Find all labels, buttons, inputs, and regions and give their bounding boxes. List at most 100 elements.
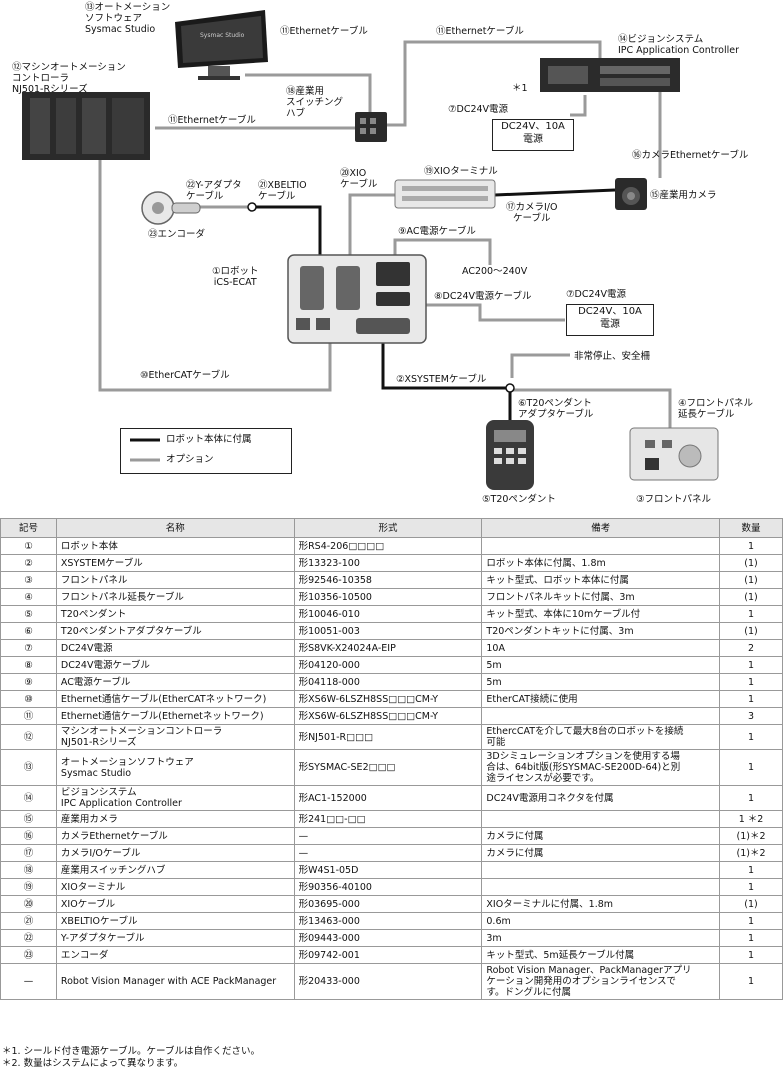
estop-line (510, 353, 570, 378)
cell-num: ⑥ (0, 622, 57, 640)
cell-note: Robot Vision Manager、PackManagerアプリ ケーショ… (481, 963, 721, 1000)
cell-num: ⑦ (0, 639, 57, 657)
eth-cable-top-label: ⑪Ethernetケーブル (280, 26, 368, 37)
front-panel-label: ③フロントパネル (636, 494, 712, 505)
cell-model: 形03695-000 (293, 895, 483, 913)
camera-label: ⑮産業用カメラ (650, 190, 717, 201)
cell-model: 形RS4-206□□□□ (293, 537, 483, 555)
cell-note: DC24V電源用コネクタを付属 (481, 785, 721, 811)
cell-model: 形13463-000 (293, 912, 483, 930)
cell-name: ロボット本体 (55, 537, 295, 555)
cell-num: ㉓ (0, 946, 57, 964)
cell-num: ⑬ (0, 749, 57, 786)
cell-note: EthercCATを介して最大8台のロボットを接続 可能 (481, 724, 721, 750)
cell-qty: (1)＊2 (719, 827, 783, 845)
ac-voltage-label: AC200～240V (462, 266, 528, 277)
y-adapter-junction (247, 202, 257, 212)
cell-name: XSYSTEMケーブル (55, 554, 295, 572)
cell-qty: 1 (719, 929, 783, 947)
robot-controller-icon (287, 254, 427, 344)
cell-qty: (1) (719, 895, 783, 913)
cell-num: ⑧ (0, 656, 57, 674)
cell-num: ⑨ (0, 673, 57, 691)
dc24-cable-vision (570, 95, 587, 117)
cell-qty: 1 (719, 673, 783, 691)
switching-hub-icon (355, 112, 387, 142)
dc24-label-a: ⑦DC24V電源 (448, 104, 509, 115)
cell-name: カメラI/Oケーブル (55, 844, 295, 862)
cell-num: ㉒ (0, 929, 57, 947)
header-name: 名称 (55, 518, 295, 538)
xio-cable-label: ⑳XIO ケーブル (340, 168, 378, 190)
cell-note: ロボット本体に付属、1.8m (481, 554, 721, 572)
software-monitor-icon (175, 10, 268, 80)
cell-model: 形09443-000 (293, 929, 483, 947)
legend-option-label: オプション (166, 454, 214, 465)
cell-name: マシンオートメーションコントローラ NJ501-Rシリーズ (55, 724, 295, 750)
diagram-canvas (22, 10, 719, 490)
cell-note: キット型式、本体に10mケーブル付 (481, 605, 721, 623)
cell-name: XIOターミナル (55, 878, 295, 896)
cell-num: ① (0, 537, 57, 555)
xbeltio-cable (252, 205, 322, 260)
camera-eth-label: ⑯カメラEthernetケーブル (632, 150, 749, 161)
cell-note: カメラに付属 (481, 844, 721, 862)
front-ext-label: ④フロントパネル 延長ケーブル (678, 398, 754, 420)
cell-num: ⑩ (0, 690, 57, 708)
cell-name: エンコーダ (55, 946, 295, 964)
camera-io-cable (494, 188, 616, 197)
cell-num: ㉑ (0, 912, 57, 930)
cell-num: ⑲ (0, 878, 57, 896)
cell-note: キット型式、5m延長ケーブル付属 (481, 946, 721, 964)
cell-name: AC電源ケーブル (55, 673, 295, 691)
t20-label: ⑤T20ペンダント (482, 494, 556, 505)
footnote-1: ＊1. シールド付き電源ケーブル。ケーブルは自作ください。 (2, 1046, 260, 1057)
table-header-row: 記号 名称 形式 備考 数量 (0, 518, 783, 538)
ac-cable (393, 238, 492, 265)
cell-num: ⑰ (0, 844, 57, 862)
cell-name: T20ペンダントアダプタケーブル (55, 622, 295, 640)
cell-name: ビジョンシステム IPC Application Controller (55, 785, 295, 811)
cell-name: 産業用カメラ (55, 810, 295, 828)
cell-model: 形09742-001 (293, 946, 483, 964)
cell-model: 形10356-10500 (293, 588, 483, 606)
cell-num: ③ (0, 571, 57, 589)
cell-qty: 1 (719, 912, 783, 930)
header-note: 備考 (481, 518, 721, 538)
cell-note (481, 707, 721, 725)
eth-cable-vision (385, 40, 602, 127)
legend-included-label: ロボット本体に付属 (166, 434, 252, 445)
cell-name: Ethernet通信ケーブル(EtherCATネットワーク) (55, 690, 295, 708)
header-model: 形式 (293, 518, 483, 538)
cell-num: ④ (0, 588, 57, 606)
t20-pendant-icon (486, 420, 534, 490)
monitor-screen-text: Sysmac Studio (200, 32, 245, 39)
cell-model: 形XS6W-6LSZH8SS□□□CM-Y (293, 707, 483, 725)
cell-model: 形92546-10358 (293, 571, 483, 589)
cell-note: EtherCAT接続に使用 (481, 690, 721, 708)
cell-model: 形10046-010 (293, 605, 483, 623)
front-ext-cable (512, 388, 672, 430)
ethercat-label: ⑩EtherCATケーブル (140, 370, 230, 381)
cell-qty: 1 (719, 690, 783, 708)
cell-qty: 1 (719, 724, 783, 750)
footnotes: ＊1. シールド付き電源ケーブル。ケーブルは自作ください。 ＊2. 数量はシステ… (2, 1046, 260, 1070)
legend (120, 428, 292, 474)
cell-name: XIOケーブル (55, 895, 295, 913)
encoder-icon (141, 191, 201, 225)
vision-label: ⑭ビジョンシステム IPC Application Controller (618, 34, 740, 56)
controller-label: ⑫マシンオートメーション コントローラ NJ501-Rシリーズ (12, 62, 126, 95)
y-adapter-label: ㉒Y-アダプタ ケーブル (186, 180, 242, 202)
cell-num: ⑱ (0, 861, 57, 879)
